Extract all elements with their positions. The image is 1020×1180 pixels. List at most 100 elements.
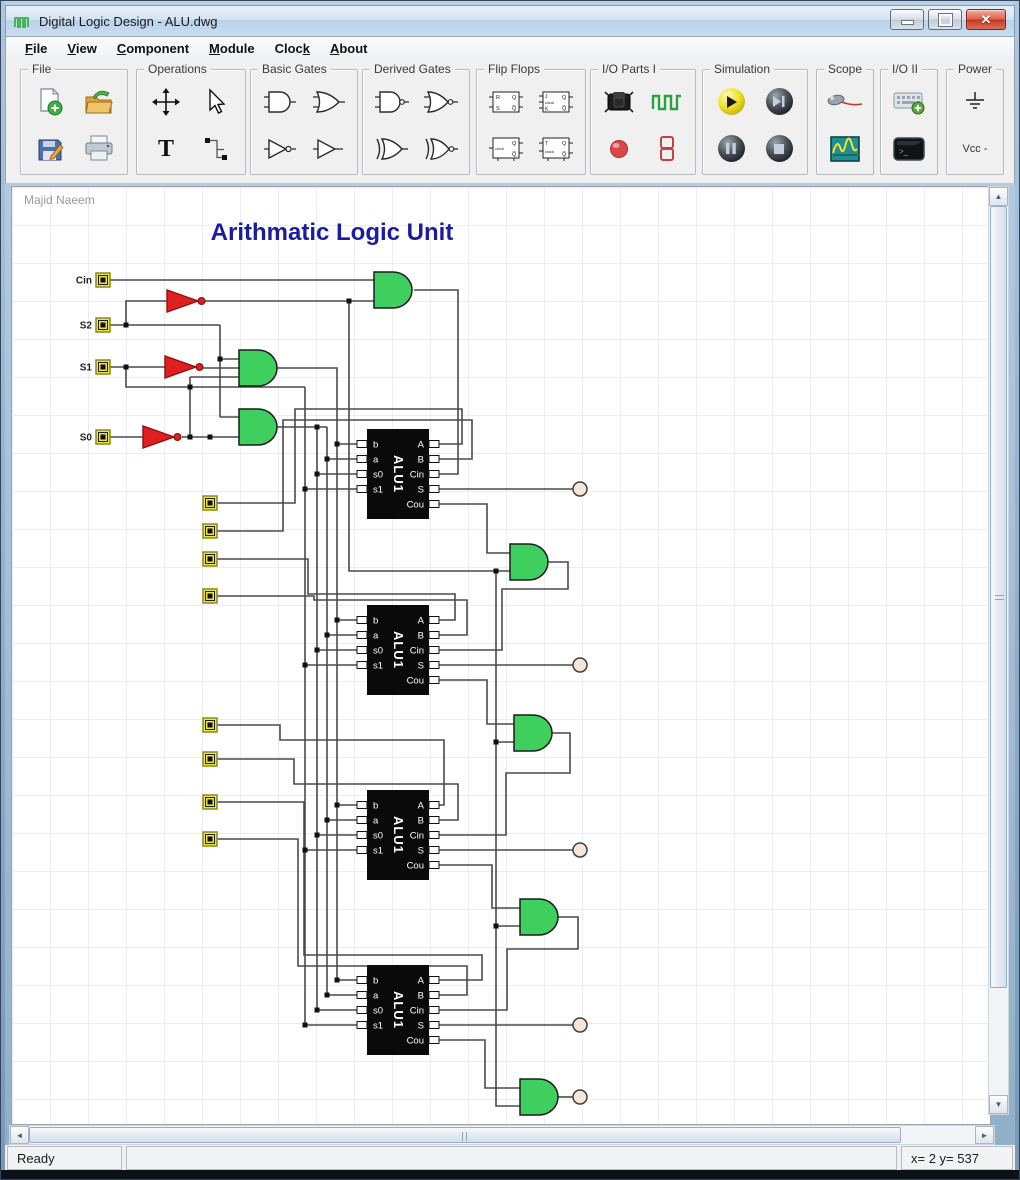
xor-gate-button[interactable]	[372, 131, 412, 167]
close-button[interactable]: ✕	[966, 9, 1006, 30]
terminal-tool-button[interactable]: >_	[889, 131, 929, 167]
buffer-gate-button[interactable]	[309, 131, 349, 167]
and-gate[interactable]	[239, 409, 277, 445]
menu-item-file[interactable]: File	[16, 39, 56, 58]
open-file-button[interactable]	[79, 84, 119, 120]
menu-item-view[interactable]: View	[58, 39, 105, 58]
clock-source-button[interactable]	[647, 84, 687, 120]
minimize-button[interactable]	[890, 9, 924, 30]
svg-text:Q̅: Q̅	[512, 105, 517, 112]
scroll-left-button[interactable]: ◄	[10, 1126, 29, 1144]
d-flipflop-button[interactable]: clock QQ̅	[486, 131, 526, 167]
pin-label: b	[373, 801, 378, 812]
push-button-tool[interactable]	[599, 84, 639, 120]
and-gate[interactable]	[520, 1079, 558, 1115]
t-flipflop-button[interactable]: Tclock QQ̅	[536, 131, 576, 167]
nand-gate-button[interactable]	[372, 84, 412, 120]
input-button-dot	[208, 557, 213, 562]
ground-tool-button[interactable]	[955, 84, 995, 120]
pin-label: A	[418, 976, 425, 987]
pin-connector	[357, 817, 367, 824]
svg-text:Q: Q	[512, 95, 517, 101]
wire-junction	[335, 978, 340, 983]
toolbar: File	[5, 59, 1015, 183]
led-tool-button[interactable]	[599, 131, 639, 167]
not-gate[interactable]	[143, 426, 174, 448]
window-title: Digital Logic Design - ALU.dwg	[39, 14, 217, 29]
scroll-down-button[interactable]: ▼	[989, 1095, 1008, 1114]
oscilloscope-button[interactable]	[825, 131, 865, 167]
output-led[interactable]	[573, 1018, 587, 1032]
seven-segment-button[interactable]	[647, 131, 687, 167]
wire-junction	[208, 435, 213, 440]
and-gate[interactable]	[239, 350, 277, 386]
pin-label: Cin	[410, 646, 424, 657]
nor-gate-icon	[424, 90, 458, 114]
and-gate[interactable]	[510, 544, 548, 580]
pin-connector	[429, 632, 439, 639]
save-file-button[interactable]	[30, 131, 70, 167]
horizontal-scroll-thumb[interactable]	[29, 1127, 901, 1143]
not-gate[interactable]	[167, 290, 198, 312]
probe-tool-button[interactable]	[825, 84, 865, 120]
svg-text:Q̅: Q̅	[562, 151, 567, 158]
svg-text:R: R	[496, 95, 500, 101]
pin-label: s1	[373, 485, 383, 496]
stop-icon	[766, 135, 793, 162]
toolbar-group-file: File	[20, 69, 128, 175]
move-tool-button[interactable]	[146, 84, 186, 120]
pin-connector	[357, 456, 367, 463]
vertical-scroll-thumb[interactable]	[990, 206, 1007, 988]
wire-tool-button[interactable]	[196, 131, 236, 167]
schematic-canvas[interactable]: bas0s1ABCinSCouALU1bas0s1ABCinSCouALU1ba…	[11, 186, 991, 1125]
not-gate[interactable]	[165, 356, 196, 378]
text-tool-button[interactable]: T	[146, 131, 186, 167]
wire-junction	[347, 299, 352, 304]
rs-flipflop-button[interactable]: RS QQ̅	[486, 84, 526, 120]
and-gate-button[interactable]	[260, 84, 300, 120]
pause-button[interactable]	[711, 131, 751, 167]
not-gate-button[interactable]	[260, 131, 300, 167]
terminal-icon: >_	[893, 137, 925, 161]
vertical-scrollbar[interactable]: ▲ ▼	[988, 186, 1009, 1115]
stop-button[interactable]	[759, 131, 799, 167]
output-led[interactable]	[573, 1090, 587, 1104]
xnor-gate-button[interactable]	[421, 131, 461, 167]
nor-gate-button[interactable]	[421, 84, 461, 120]
pin-label: b	[373, 616, 378, 627]
horizontal-scrollbar[interactable]: ◄ ►	[9, 1125, 995, 1145]
pin-connector	[357, 847, 367, 854]
scroll-up-button[interactable]: ▲	[989, 187, 1008, 206]
jk-flipflop-button[interactable]: JclockK QQ̅	[536, 84, 576, 120]
and-gate[interactable]	[514, 715, 552, 751]
output-led[interactable]	[573, 658, 587, 672]
menu-item-about[interactable]: About	[321, 39, 377, 58]
menu-item-component[interactable]: Component	[108, 39, 198, 58]
vcc-tool-button[interactable]: Vcc -	[955, 131, 995, 167]
pointer-tool-button[interactable]	[196, 84, 236, 120]
input-button-dot	[208, 501, 213, 506]
group-label: Scope	[824, 62, 866, 76]
title-bar[interactable]: Digital Logic Design - ALU.dwg ✕	[5, 5, 1015, 37]
thumb-grip	[995, 595, 1004, 600]
or-gate-button[interactable]	[309, 84, 349, 120]
input-button-dot	[101, 323, 106, 328]
maximize-button[interactable]	[928, 9, 962, 30]
menu-item-clock[interactable]: Clock	[266, 39, 319, 58]
and-gate[interactable]	[374, 272, 412, 308]
wire-junction	[494, 569, 499, 574]
menu-item-module[interactable]: Module	[200, 39, 264, 58]
scroll-right-button[interactable]: ►	[975, 1126, 994, 1144]
step-button[interactable]	[759, 84, 799, 120]
output-led[interactable]	[573, 482, 587, 496]
and-gate[interactable]	[520, 899, 558, 935]
svg-text:>_: >_	[899, 147, 909, 156]
print-button[interactable]	[79, 131, 119, 167]
play-button[interactable]	[711, 84, 751, 120]
not-gate-bubble	[174, 434, 181, 441]
new-file-button[interactable]	[30, 84, 70, 120]
output-led[interactable]	[573, 843, 587, 857]
wire	[439, 562, 568, 650]
keyboard-tool-button[interactable]	[889, 84, 929, 120]
